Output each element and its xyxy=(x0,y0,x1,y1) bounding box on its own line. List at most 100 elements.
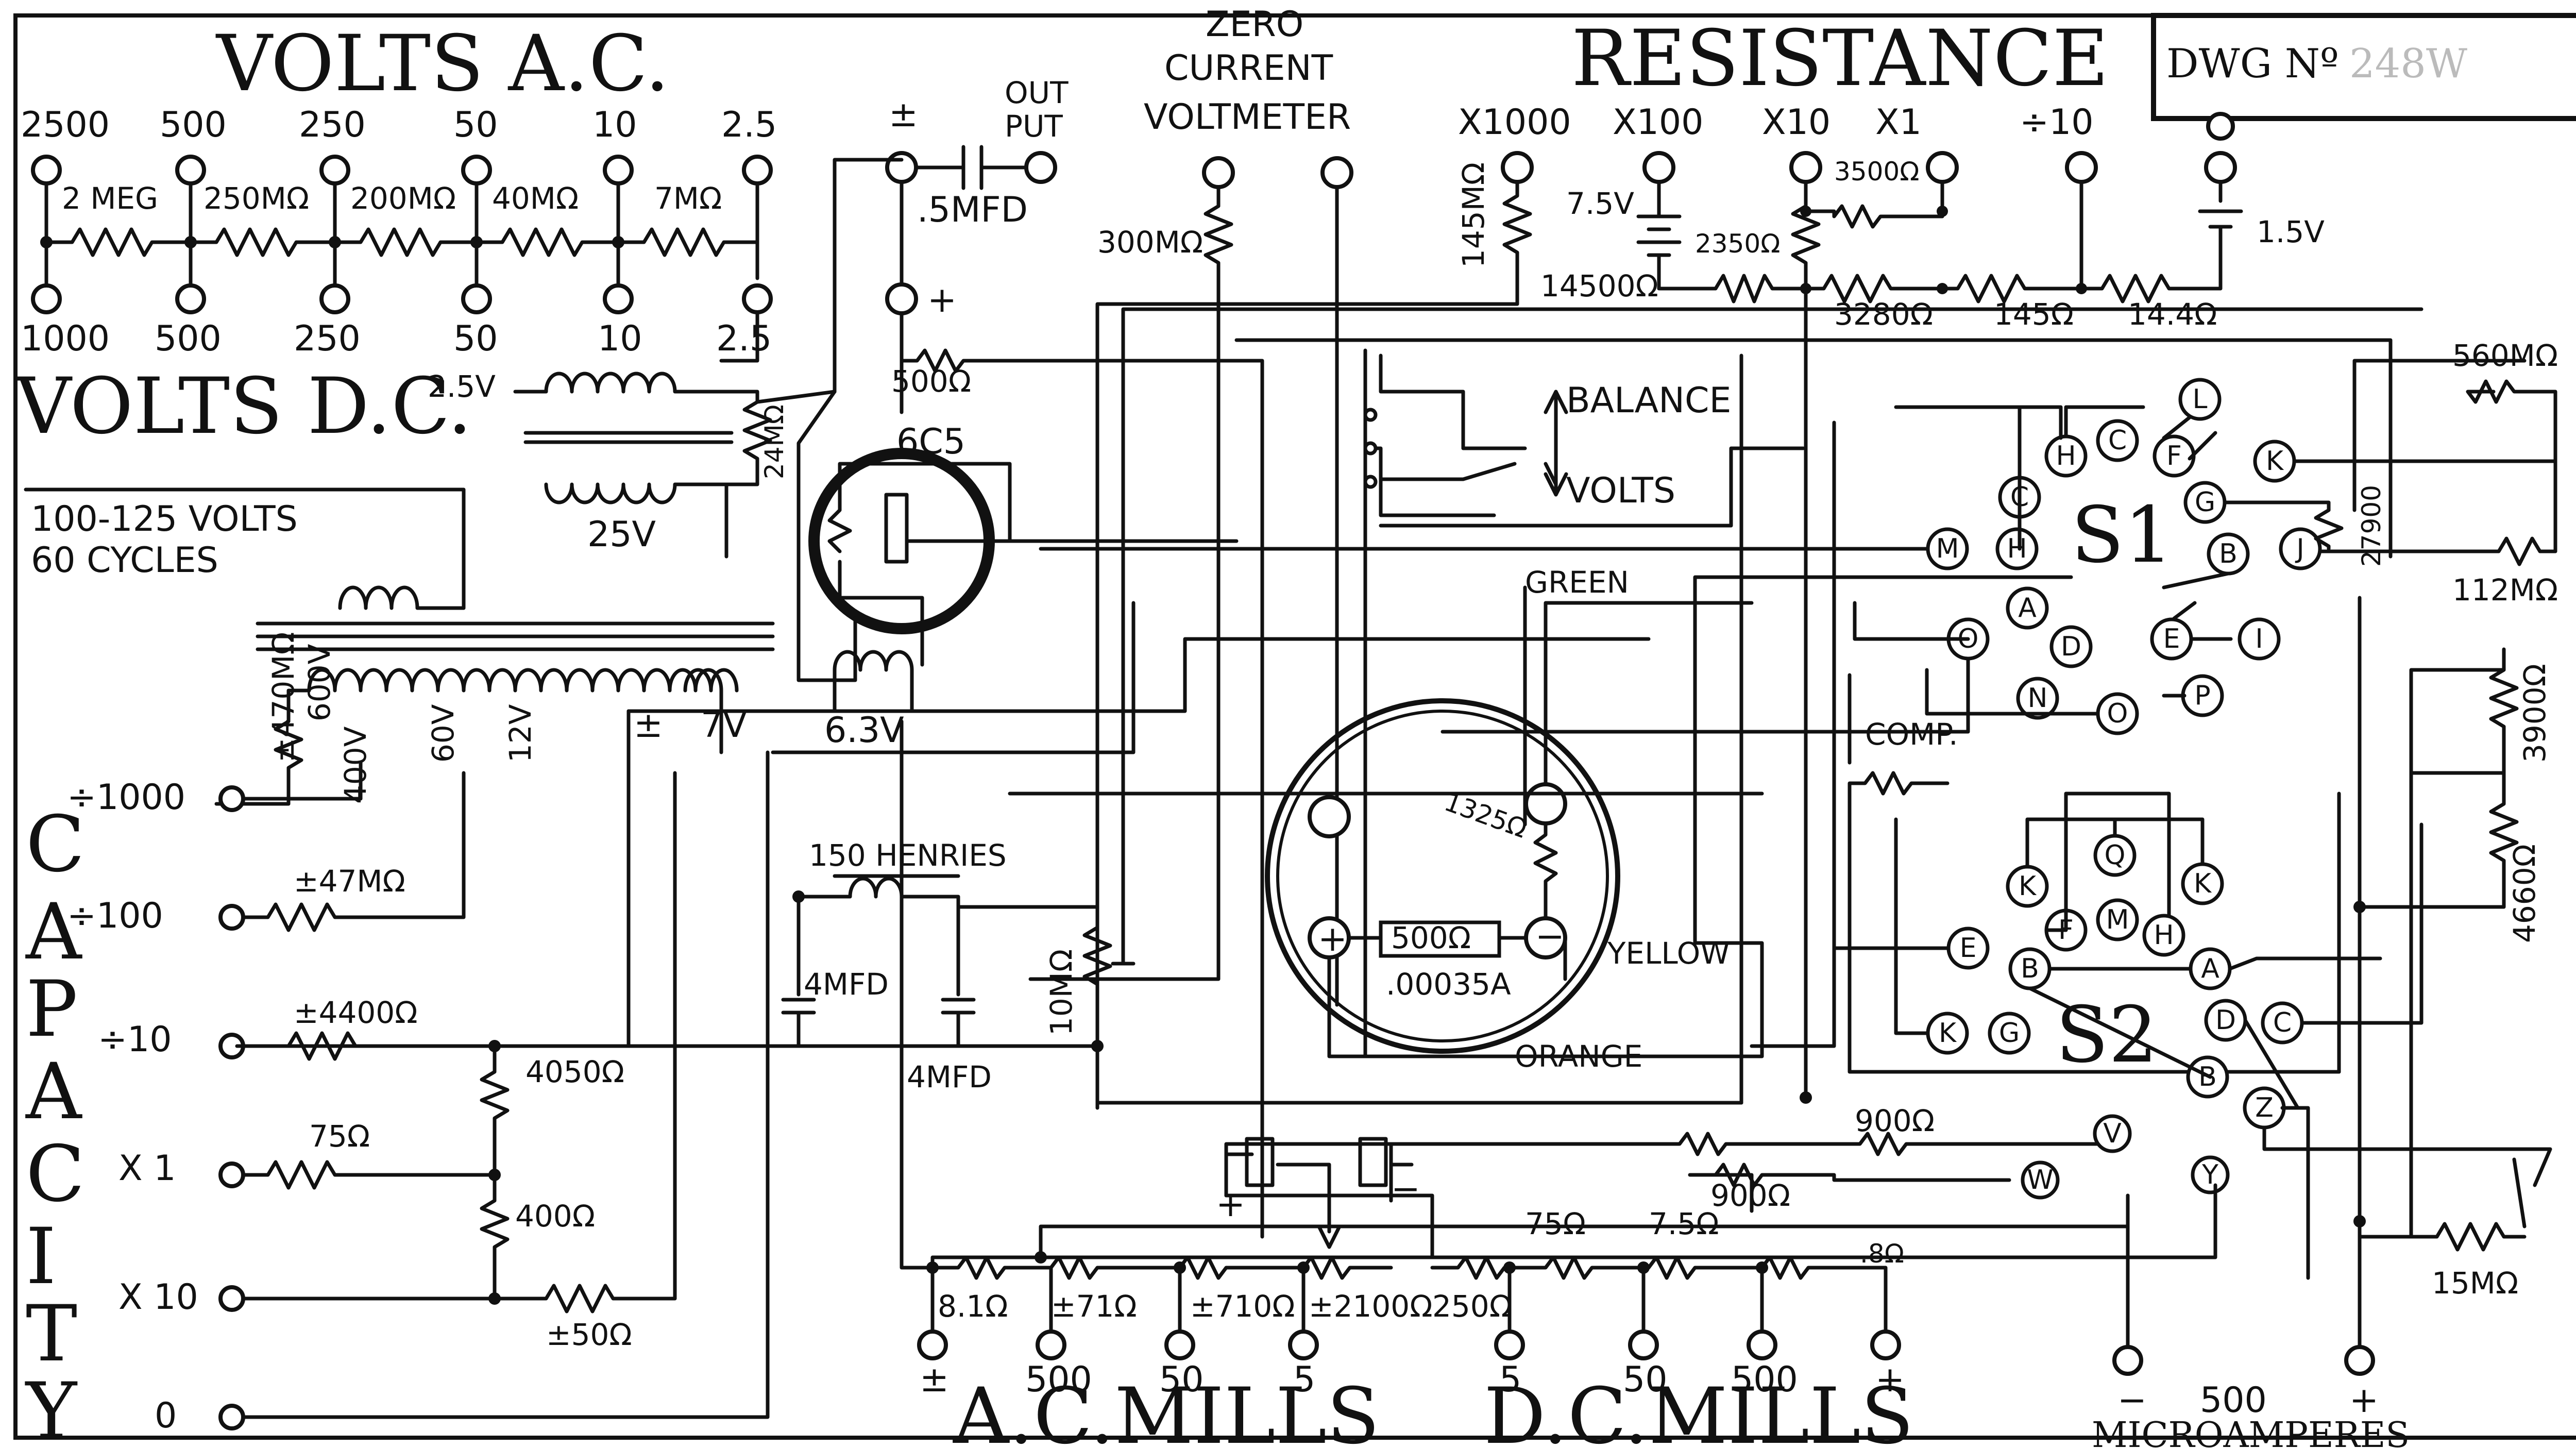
ac-terminal-2500[interactable] xyxy=(31,155,62,186)
res-terminal-x100[interactable] xyxy=(1642,151,1675,184)
cap-terminal-div1000[interactable] xyxy=(218,785,245,812)
s1-contact-f-label: F xyxy=(2166,441,2182,472)
res-terminal-x1000[interactable] xyxy=(1501,151,1534,184)
dc-range-500: 500 xyxy=(155,318,222,359)
ac-mult-200m: 200MΩ xyxy=(350,181,456,216)
r710-label: ±710Ω xyxy=(1190,1289,1295,1324)
ac-terminal-250[interactable] xyxy=(319,155,350,186)
meter-outer-ring xyxy=(1265,698,1620,1054)
title-block xyxy=(2151,13,2576,121)
s2-contact-h[interactable] xyxy=(2142,914,2185,957)
mills-lower xyxy=(900,719,2217,1337)
zcv-300m-label: 300MΩ xyxy=(1097,225,1203,260)
s2-contact-g[interactable] xyxy=(1988,1012,2031,1055)
s1-contact-c1[interactable] xyxy=(2096,419,2139,462)
dc-mills-terminal-50[interactable] xyxy=(1628,1329,1659,1360)
res-terminal-top[interactable] xyxy=(2206,112,2235,141)
capacity-letters: C A P A C I T Y xyxy=(25,800,85,1448)
dc-mills-terminal-plus[interactable] xyxy=(1870,1329,1901,1360)
res-terminal-div10[interactable] xyxy=(2065,151,2098,184)
res-145-label: 145Ω xyxy=(1994,297,2074,332)
green-label: GREEN xyxy=(1525,565,1629,600)
capacity-letter-p: P xyxy=(26,965,78,1054)
cap-terminal-div100[interactable] xyxy=(218,904,245,931)
micro-500-label: 500 xyxy=(2200,1380,2267,1421)
s2-contact-c-label: C xyxy=(2273,1007,2292,1038)
zcv-terminal-left[interactable] xyxy=(1202,156,1235,189)
comp-resistor xyxy=(1848,673,2341,1074)
ac-terminal-10[interactable] xyxy=(603,155,634,186)
dc-terminal-1000[interactable] xyxy=(31,283,62,314)
output-terminal-common[interactable] xyxy=(885,151,918,184)
res-terminal-1-5[interactable] xyxy=(2204,151,2237,184)
s1-contact-a[interactable] xyxy=(2006,586,2049,630)
node-y[interactable] xyxy=(2191,1155,2230,1194)
ac-range-2500: 2500 xyxy=(21,105,110,145)
ac-terminal-50[interactable] xyxy=(461,155,492,186)
drawing-border xyxy=(13,13,2576,1440)
res-terminal-x1[interactable] xyxy=(1926,151,1959,184)
s1-contact-d[interactable] xyxy=(2049,625,2093,668)
s1-contact-j[interactable] xyxy=(2279,527,2322,570)
capacity-letter-i: I xyxy=(26,1212,56,1302)
res-14-4-label: 14.4Ω xyxy=(2128,297,2217,332)
s1-contact-g-label: G xyxy=(2195,487,2215,518)
res-3280-label: 3280Ω xyxy=(1834,297,1933,332)
s2-contact-d-label: D xyxy=(2215,1005,2236,1036)
output-terminal-out[interactable] xyxy=(1024,151,1057,184)
dc-range-10: 10 xyxy=(598,318,642,359)
dc-terminal-500[interactable] xyxy=(175,283,206,314)
cap-terminal-x10[interactable] xyxy=(218,1285,245,1312)
zcv-terminal-right[interactable] xyxy=(1320,156,1353,189)
cap-terminal-0[interactable] xyxy=(218,1404,245,1430)
meter-shunt-label: 500Ω xyxy=(1391,920,1471,955)
micro-plus-label: + xyxy=(2349,1380,2379,1421)
meter-knob[interactable] xyxy=(1308,795,1351,838)
node-v[interactable] xyxy=(2093,1114,2132,1153)
resistance-terminals xyxy=(1501,112,2237,184)
r112m-label: 112MΩ xyxy=(2452,573,2558,608)
s2-contact-m[interactable] xyxy=(2096,898,2139,941)
ac-mills-terminal-5[interactable] xyxy=(1288,1329,1319,1360)
microamperes-title: MICROAMPERES xyxy=(2092,1415,2410,1448)
ac-terminal-500[interactable] xyxy=(175,155,206,186)
dc-mills-terminal-500[interactable] xyxy=(1747,1329,1777,1360)
s1-contact-n[interactable] xyxy=(2016,677,2059,720)
r250-label: 250Ω xyxy=(1432,1289,1512,1324)
choke-label: 150 HENRIES xyxy=(809,838,1007,873)
micro-wiring xyxy=(2126,1193,2362,1349)
output-capacitor xyxy=(833,145,1028,414)
s1-contact-l[interactable] xyxy=(2178,378,2222,421)
res-range-x1000: X1000 xyxy=(1458,102,1571,143)
dc-mills-terminal-5[interactable] xyxy=(1494,1329,1525,1360)
ac-range-250: 250 xyxy=(299,105,366,145)
meter-terminal-top[interactable] xyxy=(1524,782,1567,826)
cap-range-0: 0 xyxy=(155,1395,177,1436)
s1-contact-i[interactable] xyxy=(2238,617,2281,661)
ac-mills-terminal-pm[interactable] xyxy=(917,1329,948,1360)
plus-500-resistor xyxy=(900,311,1264,1239)
dc-terminal-250[interactable] xyxy=(319,283,350,314)
micro-terminal-minus[interactable] xyxy=(2112,1345,2143,1376)
ac-terminal-2-5[interactable] xyxy=(742,155,773,186)
dc-terminal-10[interactable] xyxy=(603,283,634,314)
ac-mills-terminal-50[interactable] xyxy=(1164,1329,1195,1360)
node-w[interactable] xyxy=(2021,1160,2060,1200)
ac-mult-250m: 250MΩ xyxy=(204,181,309,216)
ac-mills-terminal-500[interactable] xyxy=(1036,1329,1066,1360)
cap-terminal-x1[interactable] xyxy=(218,1161,245,1188)
res-battery-7-5: 7.5V xyxy=(1566,186,1634,221)
bus-wires xyxy=(626,307,2424,1239)
micro-terminal-plus[interactable] xyxy=(2344,1345,2375,1376)
res-range-div10: ÷10 xyxy=(2020,102,2094,143)
plus-terminal[interactable] xyxy=(885,282,918,315)
res-terminal-x10[interactable] xyxy=(1789,151,1822,184)
res-14500-label: 14500Ω xyxy=(1540,268,1658,304)
dc-terminal-2-5[interactable] xyxy=(742,283,773,314)
s2-contact-h-label: H xyxy=(2154,920,2174,951)
balance-switch xyxy=(1363,353,1805,528)
dc-terminal-50[interactable] xyxy=(461,283,492,314)
s1-contact-h2[interactable] xyxy=(1995,527,2039,570)
ac-mills-title: A.C.MILLS xyxy=(953,1372,1380,1448)
output-common-label: ± xyxy=(889,94,918,135)
